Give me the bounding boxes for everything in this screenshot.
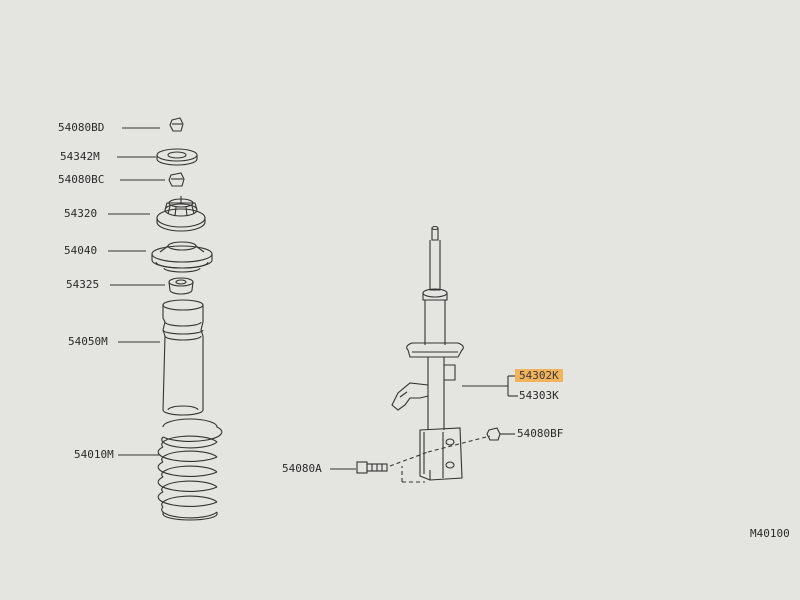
- label-54342M: 54342M: [60, 150, 100, 163]
- label-54050M: 54050M: [68, 335, 108, 348]
- label-54080A: 54080A: [282, 462, 322, 475]
- label-54080BD: 54080BD: [58, 121, 105, 134]
- nut-54080BD-part: [169, 117, 184, 132]
- coil-spring-54010M-part: [157, 418, 223, 521]
- diagram-code: M40100: [750, 527, 790, 540]
- strut-mount-54320-part: [156, 196, 206, 232]
- spring-seat-54040-part: [151, 241, 213, 273]
- label-54325: 54325: [66, 278, 100, 291]
- label-54320: 54320: [64, 207, 98, 220]
- dust-boot-54050M-part: [162, 299, 204, 416]
- nut-54080BC-part: [168, 172, 185, 187]
- label-54040: 54040: [64, 244, 98, 257]
- label-54080BF: 54080BF: [517, 427, 564, 440]
- nut-54080BF-part: [486, 427, 515, 441]
- label-54080BC: 54080BC: [58, 173, 105, 186]
- label-54303K: 54303K: [519, 389, 559, 402]
- label-54010M: 54010M: [74, 448, 114, 461]
- strut-assembly-part: [391, 225, 464, 481]
- washer-54342M-part: [156, 148, 198, 166]
- bolt-54080A-part: [330, 461, 388, 474]
- label-54302K: 54302K: [515, 369, 563, 382]
- bumper-54325-part: [168, 277, 194, 295]
